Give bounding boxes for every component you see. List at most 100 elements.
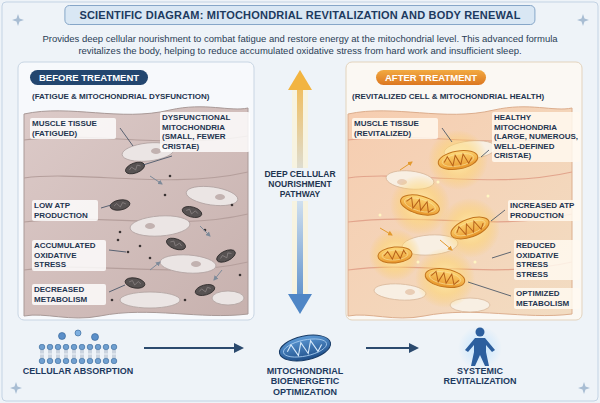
leader-line — [442, 128, 452, 142]
inner-membrane — [441, 151, 475, 168]
mitochondrion-body — [424, 266, 467, 291]
nucleus — [191, 261, 201, 267]
panel-subtitle: (FATIGUE & MITOCHONDRIAL DYSFUNCTION) — [30, 91, 252, 103]
callout-label: DECREASED METABOLISM — [32, 284, 106, 305]
sparkle-dot — [474, 261, 477, 264]
dysfunctional-mitochondrion — [181, 205, 203, 220]
mitochondrion-glow — [369, 229, 421, 281]
cristae — [455, 219, 485, 238]
callout-label: DYSFUNCTIONAL MITOCHONDRIA (SMALL, FEWER… — [160, 112, 250, 152]
inner-membrane — [403, 195, 437, 215]
inner-membrane — [282, 336, 328, 361]
callout-label: MUSCLE TISSUE (FATIGUED) — [30, 118, 116, 139]
mitochondrion-icon — [277, 331, 333, 365]
sparkle — [578, 382, 590, 394]
speck — [184, 299, 187, 302]
body-glow — [458, 326, 502, 370]
sparkles — [10, 14, 590, 394]
mitochondrion-body — [398, 191, 441, 219]
node-text: BEFORE TREATMENT — [39, 72, 139, 83]
cell — [120, 292, 180, 308]
leader-lines — [101, 128, 172, 292]
cristae — [430, 271, 459, 286]
speck — [169, 175, 172, 178]
mitochondrion-body — [124, 276, 145, 289]
flow-connector — [144, 347, 236, 349]
healthy-mitochondrion — [437, 148, 480, 173]
cell — [185, 183, 239, 208]
nucleus — [145, 223, 155, 229]
cristae — [220, 252, 233, 261]
flow-arrow — [200, 226, 210, 236]
speck — [111, 299, 114, 302]
nucleus — [405, 289, 415, 295]
flow-arrow — [150, 176, 162, 184]
arrow-head-down — [288, 294, 312, 314]
pathway-label: DEEP CELLULAR NOURISHMENT PATHWAY — [258, 168, 342, 201]
cristae — [129, 164, 142, 172]
after-pill: AFTER TREATMENT — [376, 70, 486, 85]
flow-arrow — [440, 240, 452, 250]
cristae — [186, 209, 199, 216]
membrane-bilayer — [38, 344, 118, 364]
panel-subtitle: (REVITALIZED CELL & MITOCHONDRIAL HEALTH… — [350, 91, 582, 103]
dysfunctional-mitochondrion — [124, 160, 146, 176]
sparkle-dots — [379, 181, 490, 264]
flow-arrows — [380, 162, 452, 250]
mitochondrion-glow — [428, 130, 488, 190]
cristae — [286, 339, 323, 358]
leader-line — [101, 205, 111, 208]
leader-line — [143, 156, 172, 165]
mitochondrion-body — [377, 246, 412, 265]
speck — [127, 251, 130, 254]
cell — [159, 253, 216, 275]
dysfunctional-mitochondrion — [194, 283, 216, 298]
healthy-mitochondrion — [377, 246, 412, 265]
node-text: CELLULAR ABSORPTION — [13, 366, 143, 376]
cristae — [114, 202, 127, 208]
human-icon — [458, 326, 502, 370]
sparkle — [577, 14, 589, 26]
leader-line — [468, 282, 511, 296]
leader-line — [120, 128, 133, 146]
before-panel — [18, 62, 254, 320]
leader-line — [481, 150, 489, 157]
nucleus — [215, 194, 225, 200]
callout-label: REDUCED OXIDATIVE STRESS STRESS — [514, 240, 580, 280]
cristae — [384, 250, 407, 260]
title-banner: SCIENTIFIC DIAGRAM: MITOCHONDRIAL REVITA… — [64, 5, 535, 25]
leader-line — [492, 252, 511, 258]
intro-text: Provides deep cellular nourishment to co… — [22, 32, 578, 58]
flow-arrow — [150, 262, 160, 270]
dysfunctional-mitochondrion — [124, 276, 145, 289]
leader-line — [109, 250, 126, 252]
mitochondrion-body — [124, 160, 146, 176]
sparkle-dot — [379, 214, 382, 217]
callout-label: ACCUMULATED OXIDATIVE STRESS — [32, 240, 106, 271]
leader-line — [109, 285, 125, 292]
molecule — [75, 330, 81, 336]
flow-arrows — [150, 176, 222, 280]
before-pill: BEFORE TREATMENT — [30, 70, 148, 85]
speck — [164, 194, 167, 197]
flow-connector — [366, 347, 411, 349]
callout-label: INCREASED ATP PRODUCTION — [508, 200, 580, 221]
molecule — [59, 333, 66, 340]
cristae — [129, 280, 142, 286]
mitochondrion-body — [215, 247, 237, 265]
callout-label: HEALTHY MITOCHONDRIA (LARGE, NUMEROUS, W… — [492, 112, 580, 162]
sparkle — [10, 382, 22, 394]
sparkle-dot — [487, 195, 490, 198]
stage-node: MITOCHONDRIAL BIOENERGETIC OPTIMIZATION — [245, 330, 365, 397]
callout-label: LOW ATP PRODUCTION — [32, 200, 98, 221]
mitochondrion-body — [109, 198, 130, 211]
healthy-mitochondrion — [398, 191, 441, 219]
speck — [149, 257, 152, 260]
mitochondrion-body — [277, 331, 333, 365]
body — [465, 338, 495, 366]
molecule — [92, 334, 99, 341]
cristae — [405, 197, 435, 214]
node-text: MITOCHONDRIAL BIOENERGETIC OPTIMIZATION — [245, 366, 365, 397]
dysfunctional-mitochondrion — [109, 198, 130, 211]
callout-label: MUSCLE TISSUE (REVITALIZED) — [352, 118, 438, 139]
